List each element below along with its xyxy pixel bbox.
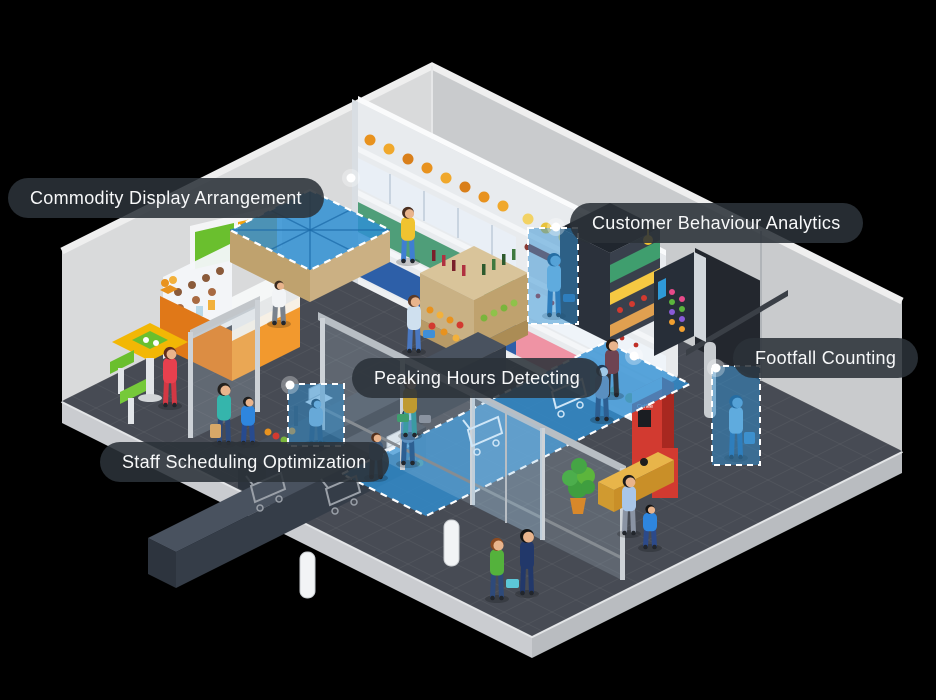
handbag [640,458,648,466]
produce-fruit [426,299,518,342]
customer-detection-box [527,227,579,325]
footfall-dot [707,359,725,377]
person-cafe-kid-blue [236,396,260,448]
callout-footfall-counting: Footfall Counting [733,338,919,378]
person-visitor-boy [638,504,662,552]
footfall-detection-box [711,365,761,466]
commodity-dot [342,169,360,187]
callout-customer-behaviour: Customer Behaviour Analytics [570,203,863,243]
callout-staff-scheduling: Staff Scheduling Optimization [100,442,389,482]
person-shopper-lightblue-basket [402,294,435,356]
person-visitor-lightblue [617,474,641,538]
staff-detection-box [287,383,345,447]
vending-machine [654,252,706,356]
security-gate-1 [299,551,316,599]
staff-dot [281,376,299,394]
plant [562,458,595,514]
person-cafe-customer-red [158,346,182,410]
coffee-machine-label: Coffee [637,404,653,410]
outside-props [299,448,678,599]
commodity-display-table [230,230,390,302]
cart-blue-1 [462,415,504,456]
produce-stand [420,246,528,362]
security-gate-2 [443,519,460,567]
person-visitor-suit [515,528,539,598]
person-shopper-yellow-top [396,206,420,266]
cafe-doorway [188,296,260,438]
person-cafe-server [267,280,291,328]
peaking-dot [625,347,643,365]
callout-commodity-display: Commodity Display Arrangement [8,178,324,218]
person-visitor-green [485,537,519,603]
customer-dot [547,218,565,236]
callout-peaking-hours: Peaking Hours Detecting [352,358,603,398]
wine-bottles [432,249,516,276]
